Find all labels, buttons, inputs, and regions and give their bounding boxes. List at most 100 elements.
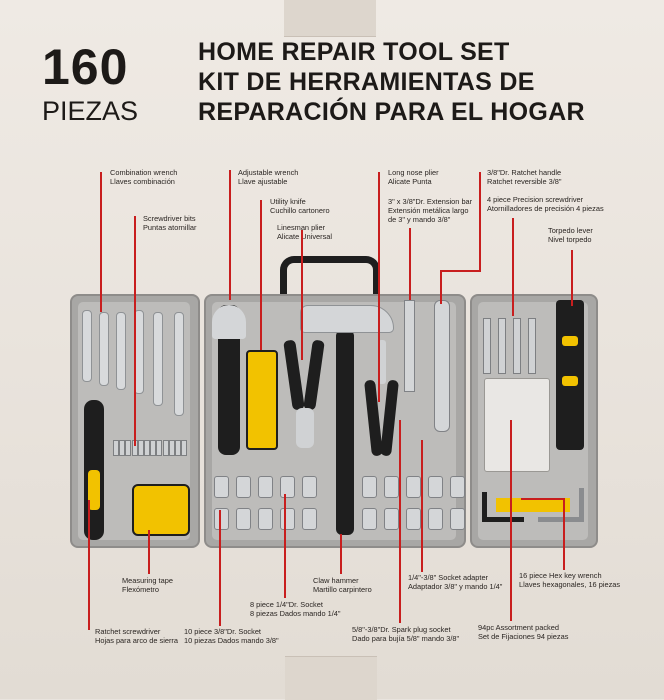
socket-icon	[384, 476, 399, 498]
leader-line	[421, 440, 423, 572]
leader-line	[440, 270, 481, 272]
piece-count-label: PIEZAS	[42, 96, 139, 126]
socket-icon	[302, 476, 317, 498]
socket-icon	[302, 508, 317, 530]
leader-line	[378, 172, 380, 402]
precision-screwdriver-icon	[483, 318, 491, 374]
socket-icon	[406, 508, 421, 530]
socket-icon	[362, 508, 377, 530]
leader-line	[88, 500, 90, 630]
ratchet-handle-icon	[434, 300, 450, 432]
socket-icon	[428, 476, 443, 498]
leader-line	[148, 530, 150, 574]
title-line-1: HOME REPAIR TOOL SET	[198, 38, 510, 66]
leader-line	[409, 228, 411, 300]
title-line-2: KIT DE HERRAMIENTAS DE	[198, 68, 535, 96]
measuring-tape-icon	[132, 484, 190, 536]
claw-hammer-icon	[336, 330, 354, 535]
screwdriver-bit-icon	[150, 440, 157, 456]
title-line-3: REPARACIÓN PARA EL HOGAR	[198, 98, 585, 126]
utility-knife-icon	[246, 350, 278, 450]
socket-icon	[236, 476, 251, 498]
long-nose-plier-icon	[364, 340, 399, 458]
leader-line	[571, 250, 573, 306]
wrench-icon	[99, 312, 109, 386]
screwdriver-bit-icon	[156, 440, 163, 456]
leader-line	[479, 172, 481, 272]
leader-line	[219, 510, 221, 626]
leader-line	[521, 498, 565, 500]
wrench-icon	[116, 312, 126, 390]
screwdriver-bit-icon	[162, 440, 169, 456]
screwdriver-bit-icon	[175, 440, 181, 456]
socket-icon	[280, 476, 295, 498]
piece-count: 160	[42, 39, 129, 95]
leader-line	[100, 172, 102, 312]
screwdriver-bit-icon	[125, 440, 132, 456]
leader-line	[512, 218, 514, 316]
leader-line	[399, 420, 401, 623]
precision-screwdriver-icon	[513, 318, 521, 374]
wrench-icon	[174, 312, 184, 416]
wrench-icon	[153, 312, 163, 406]
socket-icon	[280, 508, 295, 530]
socket-icon	[362, 476, 377, 498]
box-flap-bottom	[285, 656, 377, 700]
ratchet-screwdriver-icon	[84, 400, 104, 540]
screwdriver-bit-icon	[181, 440, 188, 456]
box-flap-top	[284, 0, 376, 37]
leader-line	[301, 230, 303, 360]
socket-icon	[214, 508, 229, 530]
leader-line	[563, 498, 565, 570]
hex-key-set-icon	[482, 478, 586, 536]
socket-icon	[406, 476, 421, 498]
screwdriver-bit-icon	[113, 440, 119, 456]
screwdriver-bit-icon	[119, 440, 126, 456]
socket-icon	[450, 476, 465, 498]
leader-line	[229, 170, 231, 300]
adjustable-wrench-icon	[212, 305, 246, 455]
socket-icon	[236, 508, 251, 530]
linesman-plier-icon	[283, 339, 325, 452]
extension-bar-icon	[404, 300, 415, 392]
screwdriver-bit-icon	[144, 440, 150, 456]
precision-screwdriver-icon	[528, 318, 536, 374]
precision-screwdriver-icon	[498, 318, 506, 374]
leader-line	[510, 420, 512, 621]
leader-line	[440, 270, 442, 304]
socket-icon	[214, 476, 229, 498]
screwdriver-bit-icon	[137, 440, 144, 456]
leader-line	[260, 200, 262, 350]
socket-icon	[258, 476, 273, 498]
leader-line	[340, 534, 342, 574]
assortment-box-icon	[484, 378, 550, 472]
leader-line	[134, 216, 136, 446]
wrench-icon	[82, 310, 92, 382]
socket-icon	[258, 508, 273, 530]
torpedo-level-icon	[556, 300, 584, 450]
socket-icon	[450, 508, 465, 530]
screwdriver-bit-icon	[168, 440, 175, 456]
case-handle	[280, 256, 380, 294]
socket-icon	[384, 508, 399, 530]
leader-line	[284, 494, 286, 598]
